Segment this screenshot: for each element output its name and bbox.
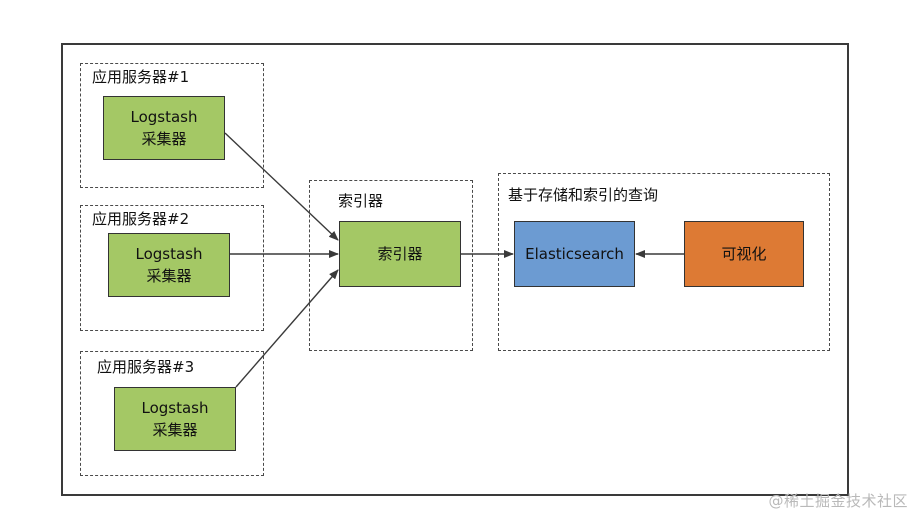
visualization-node-label: 可视化 xyxy=(721,245,767,263)
diagram-frame xyxy=(61,43,849,496)
query-group-label: 基于存储和索引的查询 xyxy=(508,186,659,204)
elasticsearch-node: Elasticsearch xyxy=(514,221,635,287)
collector-3-type: 采集器 xyxy=(152,421,198,439)
logstash-collector-3: Logstash 采集器 xyxy=(114,387,236,451)
collector-2-type: 采集器 xyxy=(146,267,192,285)
watermark: @稀土掘金技术社区 xyxy=(768,492,908,510)
elasticsearch-node-label: Elasticsearch xyxy=(525,245,624,263)
logstash-collector-1: Logstash 采集器 xyxy=(103,96,225,160)
app-server-1-label: 应用服务器#1 xyxy=(92,68,190,86)
query-group xyxy=(498,173,830,351)
arrow-collector1-to-indexer xyxy=(224,132,339,241)
indexer-group xyxy=(309,180,473,351)
collector-3-name: Logstash xyxy=(141,399,209,417)
indexer-node-label: 索引器 xyxy=(377,245,423,263)
app-server-3-label: 应用服务器#3 xyxy=(97,358,195,376)
collector-1-name: Logstash xyxy=(130,108,198,126)
collector-2-name: Logstash xyxy=(135,245,203,263)
indexer-node: 索引器 xyxy=(339,221,461,287)
app-server-2-label: 应用服务器#2 xyxy=(92,210,190,228)
indexer-group-label: 索引器 xyxy=(338,192,384,210)
logstash-collector-2: Logstash 采集器 xyxy=(108,233,230,297)
visualization-node: 可视化 xyxy=(684,221,804,287)
app-server-3-group xyxy=(80,351,264,476)
arrow-collector3-to-indexer xyxy=(235,269,339,388)
collector-1-type: 采集器 xyxy=(141,130,187,148)
app-server-1-group xyxy=(80,63,264,188)
app-server-2-group xyxy=(80,205,264,331)
